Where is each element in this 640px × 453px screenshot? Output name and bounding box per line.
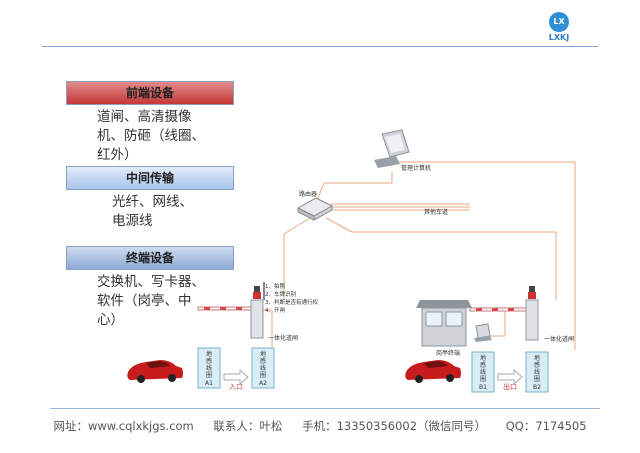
coil-char: 地 bbox=[206, 350, 212, 358]
router-icon bbox=[296, 197, 334, 221]
coil-b1: 地 感 线 圈 B1 bbox=[471, 351, 495, 393]
coil-char: B1 bbox=[479, 384, 487, 391]
computer-label: 管理计算机 bbox=[401, 164, 431, 172]
footer: 网址：www.cqlxkjgs.com 联系人：叶松 手机：1335035600… bbox=[0, 418, 640, 434]
panel-line: 道闸、高清摄像 bbox=[97, 109, 192, 125]
coil-a1: 地 感 线 圈 A1 bbox=[197, 347, 221, 389]
footer-phone: 手机：13350356002（微信同号） bbox=[302, 419, 487, 433]
coil-char: A1 bbox=[205, 380, 213, 387]
gate-label-right: 一体化道闸 bbox=[544, 335, 574, 343]
feature-line: 2、车牌识别 bbox=[265, 290, 296, 298]
barrier-gate-left-icon bbox=[250, 282, 265, 339]
exit-label: 出口 bbox=[503, 382, 517, 391]
coil-a2: 地 感 线 圈 A2 bbox=[251, 347, 275, 389]
coil-char: 线 bbox=[260, 364, 266, 372]
coil-char: 圈 bbox=[206, 372, 212, 379]
panel-line: 电源线 bbox=[112, 213, 153, 229]
coil-char: 地 bbox=[260, 350, 266, 358]
feature-line: 1、拍照 bbox=[265, 282, 285, 290]
coil-char: 线 bbox=[206, 364, 212, 372]
coil-char: 圈 bbox=[480, 376, 486, 383]
exit-arrow-icon bbox=[497, 368, 523, 386]
panel-line: 交换机、写卡器、 bbox=[97, 274, 205, 290]
footer-contact: 联系人：叶松 bbox=[213, 419, 283, 433]
computer-icon bbox=[374, 129, 410, 168]
panel-line: 机、防砸（线圈、 bbox=[97, 128, 205, 144]
barrier-arm-right bbox=[469, 307, 527, 312]
logo-mark: LX bbox=[549, 12, 569, 32]
booth-terminal-icon bbox=[474, 323, 492, 342]
coil-char: 感 bbox=[534, 361, 540, 369]
coil-char: 线 bbox=[534, 368, 540, 376]
coil-char: 感 bbox=[480, 361, 486, 369]
guard-booth-icon bbox=[416, 300, 472, 347]
other-lane-label: 其他车道 bbox=[424, 208, 448, 216]
coil-char: 感 bbox=[260, 357, 266, 365]
coil-char: 线 bbox=[480, 368, 486, 376]
panel-header-front-end: 前端设备 bbox=[66, 81, 234, 105]
barrier-gate-right-icon bbox=[525, 286, 539, 341]
feature-line: 3、判断是否有通行权 bbox=[265, 298, 318, 306]
car-icon bbox=[405, 360, 461, 383]
coil-char: 地 bbox=[534, 354, 540, 362]
gate-label-left: 一体化道闸 bbox=[268, 334, 298, 342]
company-logo: LX LXKJ bbox=[539, 12, 579, 46]
header-divider bbox=[42, 46, 598, 47]
panel-body-terminal: 交换机、写卡器、 软件（岗亭、中 心） bbox=[97, 273, 237, 330]
barrier-arm-left bbox=[197, 306, 253, 311]
panel-header-transmission: 中间传输 bbox=[66, 166, 234, 190]
panel-header-terminal: 终端设备 bbox=[66, 246, 234, 270]
panel-line: 红外） bbox=[97, 147, 138, 163]
coil-char: 圈 bbox=[260, 372, 266, 379]
car-icon bbox=[127, 360, 183, 383]
network-cables bbox=[258, 161, 576, 355]
footer-qq: QQ：7174505 bbox=[505, 419, 587, 433]
panel-line: 软件（岗亭、中 bbox=[97, 293, 192, 309]
coil-b2: 地 感 线 圈 B2 bbox=[525, 351, 549, 393]
coil-char: 感 bbox=[206, 357, 212, 365]
booth-label: 岗亭终端 bbox=[436, 349, 460, 357]
router-label: 路由器 bbox=[299, 190, 317, 198]
coil-char: 地 bbox=[480, 354, 486, 362]
logo-text: LXKJ bbox=[548, 33, 570, 42]
feature-line: 4、开闸 bbox=[265, 306, 285, 314]
panel-line: 光纤、网线、 bbox=[112, 194, 193, 210]
coil-char: B2 bbox=[533, 384, 541, 391]
panel-line: 心） bbox=[97, 312, 124, 328]
footer-website: 网址：www.cqlxkjgs.com bbox=[53, 419, 194, 433]
panel-body-front-end: 道闸、高清摄像 机、防砸（线圈、 红外） bbox=[97, 108, 237, 165]
entry-label: 入口 bbox=[229, 383, 243, 391]
footer-divider bbox=[50, 408, 600, 409]
coil-char: A2 bbox=[259, 380, 267, 387]
entry-arrow-icon bbox=[223, 368, 249, 386]
panel-body-transmission: 光纤、网线、 电源线 bbox=[112, 193, 232, 231]
coil-char: 圈 bbox=[534, 376, 540, 383]
